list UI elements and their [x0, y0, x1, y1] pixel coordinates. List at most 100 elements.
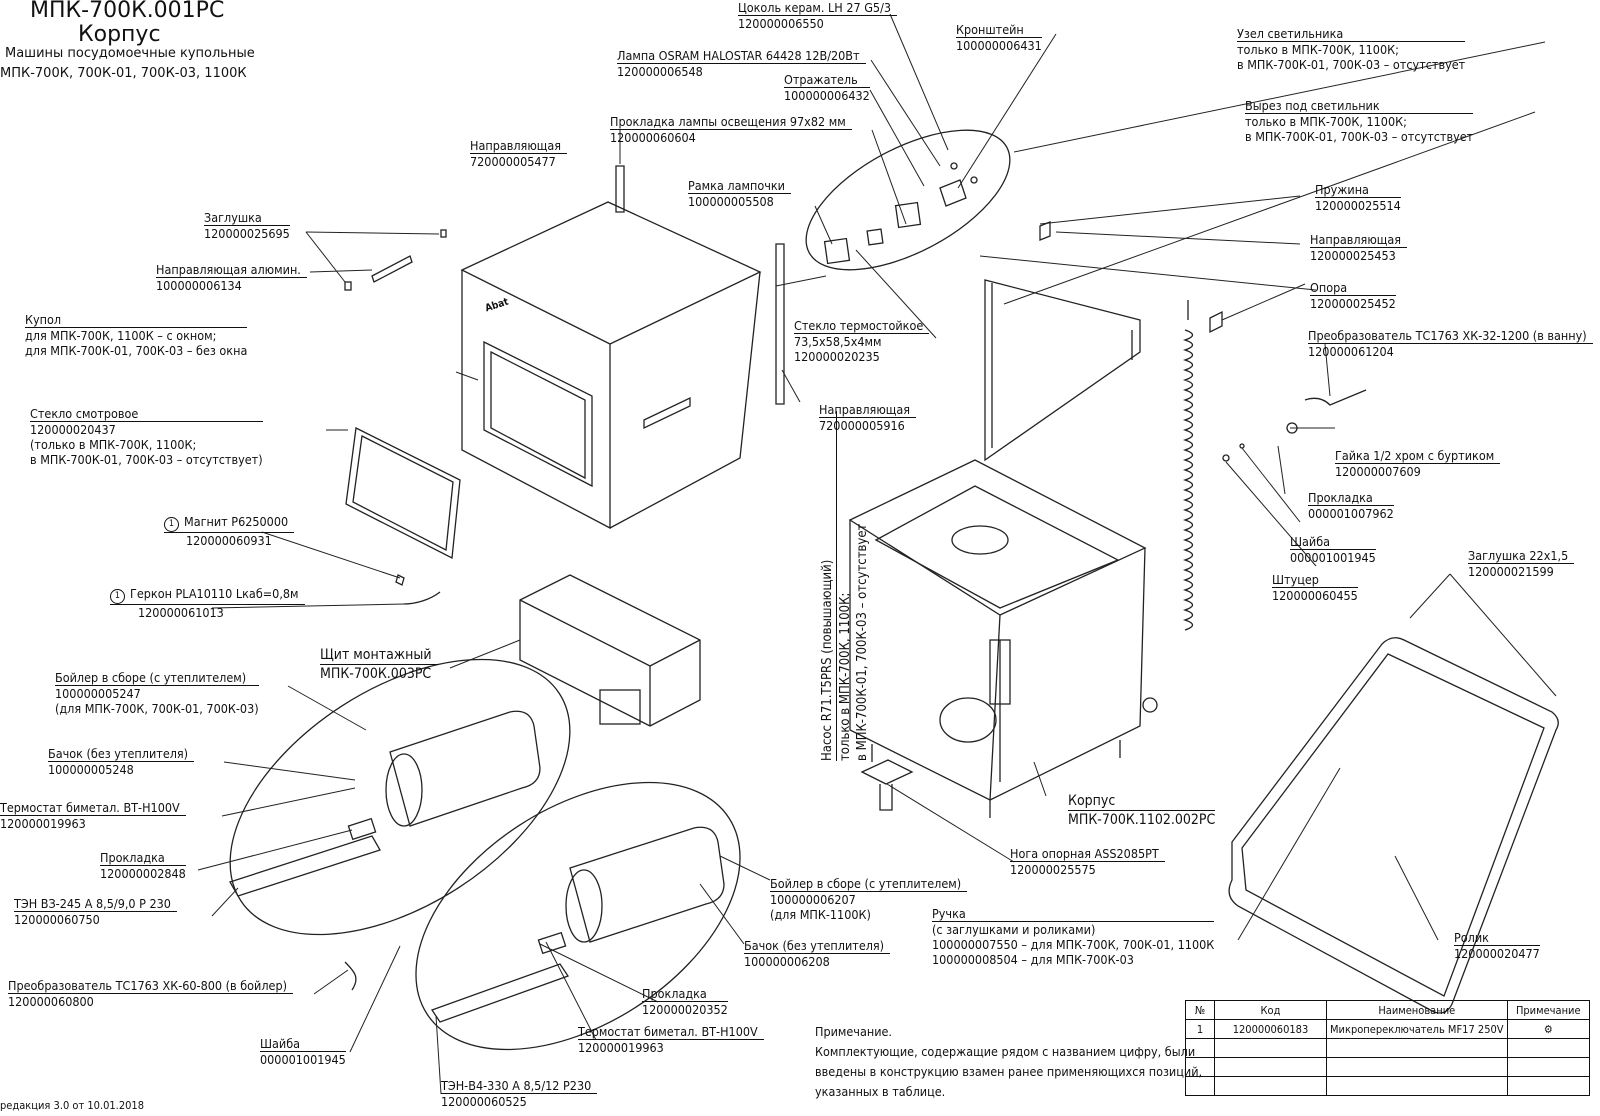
lamp-frame-part — [823, 237, 851, 265]
spring-part — [1182, 300, 1194, 631]
revision-note: редакция 3.0 от 10.01.2018 — [0, 1099, 144, 1112]
viewing-glass-part — [345, 427, 461, 560]
cell-name — [1326, 1076, 1508, 1096]
handle-frame-part — [1228, 637, 1559, 1014]
note-marker-1b: 1 — [110, 589, 125, 604]
cell-number: 1 — [1185, 1019, 1215, 1039]
table-row — [1185, 1038, 1591, 1058]
cell-code: 120000060183 — [1214, 1019, 1327, 1039]
cell-name: Микропереключатель MF17 250V — [1326, 1019, 1508, 1039]
label-ruchka: Ручка(с заглушками и роликами)1000000075… — [932, 906, 1215, 967]
boiler2-group-ellipse — [415, 781, 741, 1051]
label-boiler1: Бойлер в сборе (с утеплителем)1000000052… — [55, 670, 259, 716]
cell-note — [1506, 1038, 1591, 1058]
support-foot-part — [860, 759, 914, 811]
label-preobr-boiler: Преобразователь ТС1763 ХК-60-800 (в бойл… — [8, 978, 293, 1009]
col-code: Код — [1214, 1000, 1327, 1020]
col-number: № — [1185, 1000, 1215, 1020]
label-bachok2: Бачок (без утеплителя)100000006208 — [744, 938, 891, 969]
cell-number — [1185, 1038, 1215, 1058]
note-marker-1: 1 — [164, 517, 179, 532]
plug-part — [344, 281, 352, 291]
washer-part — [1239, 443, 1245, 449]
cell-code — [1214, 1038, 1327, 1058]
mid-guide-part — [775, 243, 785, 405]
drawing-name: Корпус — [78, 22, 161, 47]
cell-note: ⚙ — [1506, 1019, 1591, 1039]
label-nasos: Насос R71.T5PRS (повышающий) только в МП… — [819, 411, 871, 761]
cell-number — [1185, 1057, 1215, 1077]
cell-code — [1214, 1057, 1327, 1077]
dome-part — [460, 201, 762, 530]
cell-code — [1214, 1076, 1327, 1096]
machine-body-part — [848, 279, 1158, 818]
label-boiler2: Бойлер в сборе (с утеплителем)1000000062… — [770, 876, 968, 922]
support-part-2 — [1209, 310, 1223, 334]
table-header-row: № Код Наименование Примечание — [1185, 1000, 1591, 1020]
col-note: Примечание — [1506, 1000, 1591, 1020]
cell-note — [1506, 1076, 1591, 1096]
footnote-line-3: указанных в таблице. — [815, 1084, 946, 1099]
socket-part — [970, 176, 978, 184]
table-row — [1185, 1057, 1591, 1077]
cell-name — [1326, 1038, 1508, 1058]
alum-guide-part — [371, 255, 413, 283]
label-preobr-vanna: Преобразователь ТС1763 ХК-32-1200 (в ван… — [1308, 328, 1593, 359]
boiler2-part — [430, 826, 725, 1023]
heat-glass-part — [866, 228, 884, 246]
drawing-desc-1: Машины посудомоечные купольные — [5, 46, 255, 61]
boiler1-part — [229, 710, 541, 897]
lamp-group-ellipse — [805, 129, 1011, 271]
replacement-table: № Код Наименование Примечание 1 12000006… — [1185, 1000, 1591, 1096]
control-panel-part — [519, 574, 701, 727]
footnote-line-1: Комплектующие, содержащие рядом с назван… — [815, 1044, 1196, 1059]
label-bachok1: Бачок (без утеплителя)100000005248 — [48, 746, 195, 777]
sensor-boiler-part — [344, 961, 357, 991]
table-row: 1 120000060183 Микропереключатель MF17 2… — [1185, 1019, 1591, 1039]
cell-number — [1185, 1076, 1215, 1096]
footnote-line-2: введены в конструкцию взамен ранее приме… — [815, 1064, 1203, 1079]
cell-name — [1326, 1057, 1508, 1077]
drawing-desc-2: МПК-700К, 700К-01, 700К-03, 1100К — [0, 66, 247, 81]
lamp-gasket-part — [894, 201, 922, 229]
reflector-part — [939, 179, 967, 207]
plug-part-2 — [440, 229, 447, 238]
footnote: Примечание. Комплектующие, содержащие ря… — [815, 1022, 1202, 1102]
cell-note — [1506, 1057, 1591, 1077]
lamp-part — [950, 162, 958, 170]
table-row — [1185, 1076, 1591, 1096]
reed-switch-part — [403, 591, 441, 605]
